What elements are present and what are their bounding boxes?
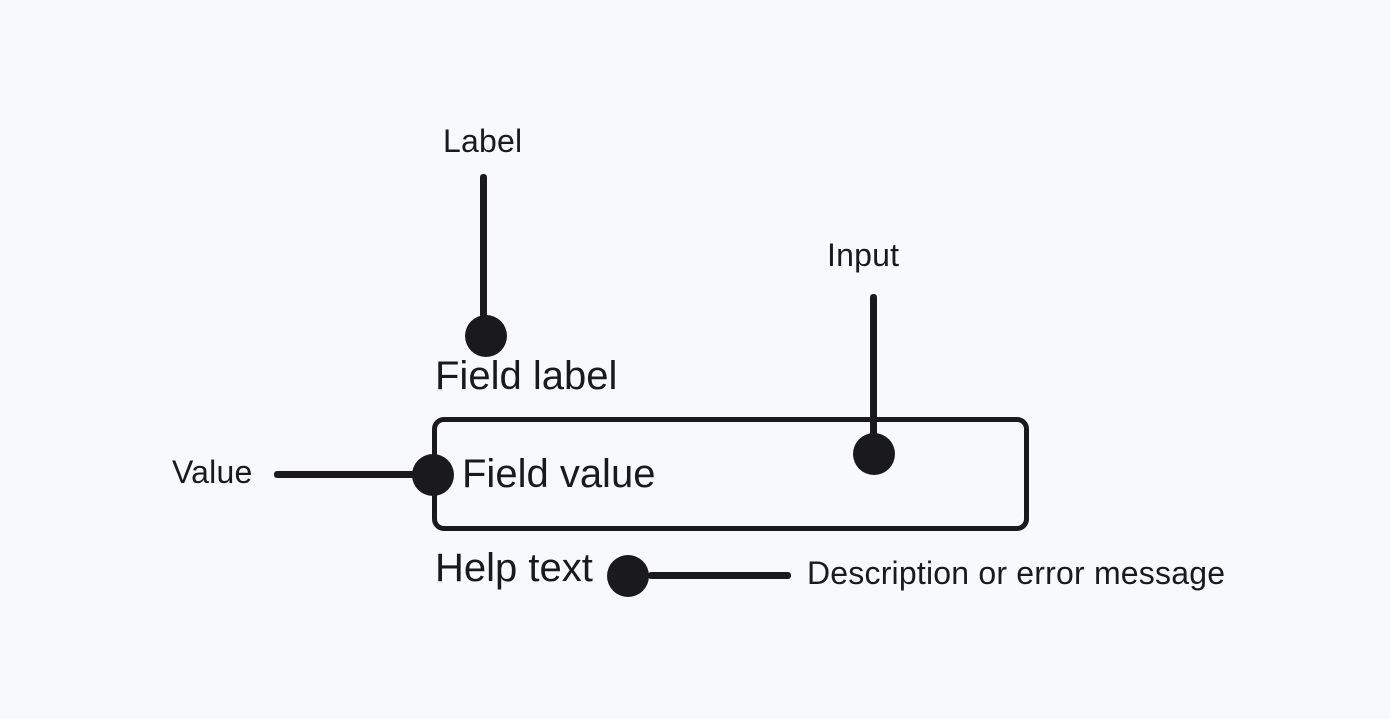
annotation-label-text: Label (443, 123, 523, 159)
connector-line-label (480, 174, 487, 318)
annotation-input-text: Input (827, 237, 900, 273)
connector-line-input (870, 294, 877, 440)
connector-dot-label (465, 315, 507, 357)
field-label-text: Field label (435, 354, 618, 398)
field-value-text: Field value (462, 452, 656, 496)
input-box-illustration: Field value (432, 417, 1029, 531)
connector-line-help (648, 572, 791, 579)
connector-dot-help (607, 555, 649, 597)
annotation-description-text: Description or error message (807, 555, 1226, 591)
connector-line-value (274, 471, 419, 478)
connector-dot-value (412, 454, 454, 496)
help-text-label: Help text (435, 546, 593, 590)
annotation-value-text: Value (172, 454, 253, 490)
connector-dot-input (853, 433, 895, 475)
